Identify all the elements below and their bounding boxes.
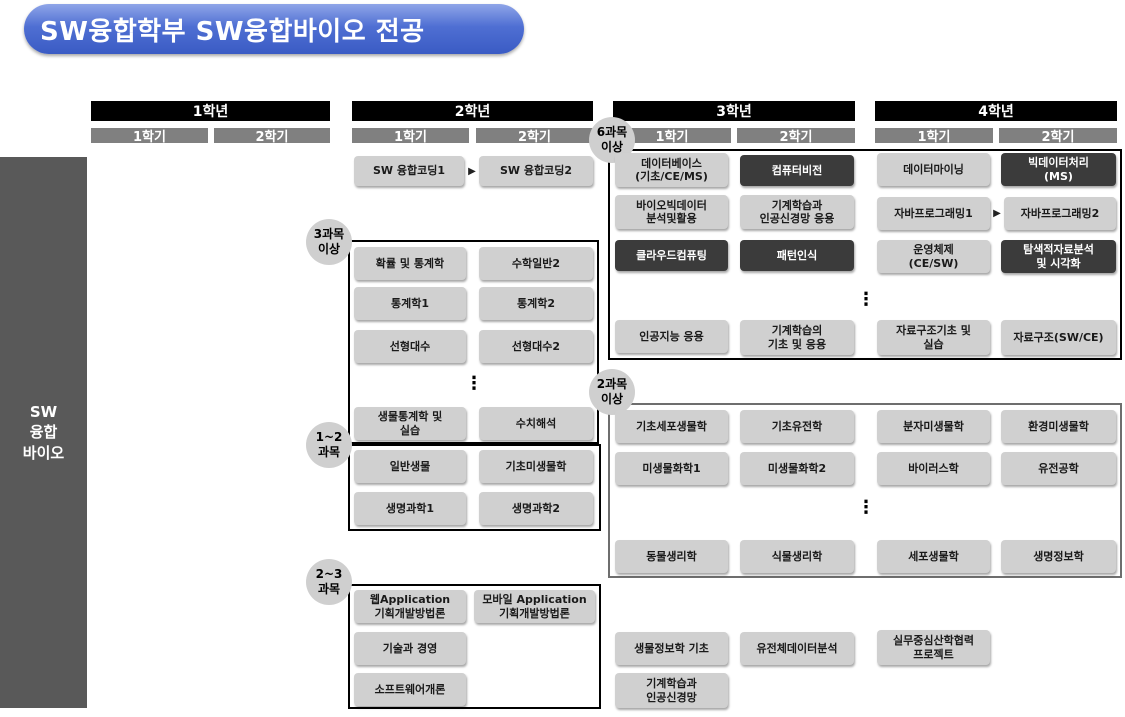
group-box-y3y4-mid xyxy=(608,403,1122,578)
course-operating-system: 운영체제 (CE/SW) xyxy=(877,240,990,273)
course-stats-2: 통계학2 xyxy=(479,287,593,320)
course-virology: 바이러스학 xyxy=(877,452,990,485)
course-computer-vision: 컴퓨터비전 xyxy=(740,155,854,186)
year-1-header: 1학년 xyxy=(91,101,330,121)
course-mobile-app: 모바일 Application 기획개발방법론 xyxy=(474,590,595,623)
course-life-science-2: 생명과학2 xyxy=(479,492,593,525)
group-box-y3y4-top xyxy=(608,149,1122,360)
course-web-app: 웹Application 기획개발방법론 xyxy=(354,590,466,623)
y1-sem1: 1학기 xyxy=(91,128,208,145)
course-cloud-computing: 클라우드컴퓨팅 xyxy=(615,240,728,271)
course-pattern-recognition: 패턴인식 xyxy=(740,240,854,271)
more-courses-dots: ⋮ xyxy=(465,372,483,394)
course-sw-coding-1: SW 융합코딩1 xyxy=(354,156,464,186)
y2-sem1: 1학기 xyxy=(352,128,469,145)
group-box-y2-top xyxy=(348,240,599,444)
y3-sem1: 1학기 xyxy=(613,128,731,145)
course-capstone-project: 실무중심산학협력 프로젝트 xyxy=(877,630,990,665)
page-title: SW융합학부 SW융합바이오 전공 xyxy=(24,4,524,54)
more-courses-dots: ⋮ xyxy=(857,288,875,310)
course-life-science-1: 생명과학1 xyxy=(354,492,466,525)
course-microbial-chem-1: 미생물화학1 xyxy=(615,452,728,485)
course-biostats: 생물통계학 및 실습 xyxy=(354,407,466,440)
course-general-biology: 일반생물 xyxy=(354,450,466,483)
arrow-icon: ▶ xyxy=(468,165,476,177)
group-box-y2-mid xyxy=(348,444,601,531)
course-database: 데이터베이스 (기초/CE/MS) xyxy=(615,153,728,187)
y4-sem2: 2학기 xyxy=(999,128,1117,145)
course-bigdata-processing: 빅데이터처리 (MS) xyxy=(1001,153,1116,186)
more-courses-dots: ⋮ xyxy=(857,496,875,518)
course-ai-application: 인공지능 응용 xyxy=(615,320,728,353)
year-4-header: 4학년 xyxy=(875,101,1117,121)
course-microbial-chem-2: 미생물화학2 xyxy=(740,452,854,485)
course-animal-physiology: 동물생리학 xyxy=(615,540,728,573)
group-label-1to2: 1~2 과목 xyxy=(306,422,352,468)
course-data-structure: 자료구조(SW/CE) xyxy=(1001,320,1116,355)
course-molecular-microbiology: 분자미생물학 xyxy=(877,410,990,443)
course-bio-bigdata: 바이오빅데이터 분석및활용 xyxy=(615,195,728,229)
group-label-2to3: 2~3 과목 xyxy=(306,559,352,605)
year-3-header: 3학년 xyxy=(613,101,855,121)
arrow-icon: ▶ xyxy=(993,207,1001,219)
course-basic-genetics: 기초유전학 xyxy=(740,410,854,443)
y4-sem1: 1학기 xyxy=(875,128,993,145)
course-java-1: 자바프로그래밍1 xyxy=(877,197,990,230)
course-stats-1: 통계학1 xyxy=(354,287,466,320)
course-ml-basics: 기계학습의 기초 및 응용 xyxy=(740,320,854,355)
course-genetic-engineering: 유전공학 xyxy=(1001,452,1116,485)
group-label-2plus: 2과목 이상 xyxy=(589,369,635,415)
course-environmental-microbiology: 환경미생물학 xyxy=(1001,410,1116,443)
course-java-2: 자바프로그래밍2 xyxy=(1004,197,1116,230)
course-plant-physiology: 식물생리학 xyxy=(740,540,854,573)
course-numerical-analysis: 수치해석 xyxy=(479,407,593,440)
course-linalg: 선형대수 xyxy=(354,330,466,363)
course-eda-visualization: 탐색적자료분석 및 시각화 xyxy=(1001,240,1116,273)
course-ml-nn-application: 기계학습과 인공신경망 응용 xyxy=(740,195,854,229)
course-cell-biology: 세포생물학 xyxy=(877,540,990,573)
course-data-mining: 데이터마이닝 xyxy=(877,153,990,186)
group-label-3plus: 3과목 이상 xyxy=(306,219,352,265)
course-ml-nn: 기계학습과 인공신경망 xyxy=(615,673,728,708)
course-sw-intro: 소프트웨어개론 xyxy=(354,673,466,706)
course-basic-cell-biology: 기초세포생물학 xyxy=(615,410,728,443)
course-prob-stats: 확률 및 통계학 xyxy=(354,247,466,280)
course-sw-coding-2: SW 융합코딩2 xyxy=(479,156,593,186)
major-side-label: SW 융합 바이오 xyxy=(0,157,87,708)
course-data-structure-basic: 자료구조기초 및 실습 xyxy=(877,320,990,355)
y3-sem2: 2학기 xyxy=(737,128,855,145)
course-bioinformatics: 생명정보학 xyxy=(1001,540,1116,573)
y2-sem2: 2학기 xyxy=(476,128,593,145)
course-genome-data-analysis: 유전체데이터분석 xyxy=(740,632,854,665)
year-2-header: 2학년 xyxy=(352,101,593,121)
course-linalg-2: 선형대수2 xyxy=(479,330,593,363)
course-tech-management: 기술과 경영 xyxy=(354,632,466,665)
course-basic-microbiology: 기초미생물학 xyxy=(479,450,593,483)
course-bioinformatics-basic: 생물정보학 기초 xyxy=(615,632,728,665)
course-math-2: 수학일반2 xyxy=(479,247,593,280)
group-box-y2-bot xyxy=(348,584,601,709)
y1-sem2: 2학기 xyxy=(214,128,330,145)
